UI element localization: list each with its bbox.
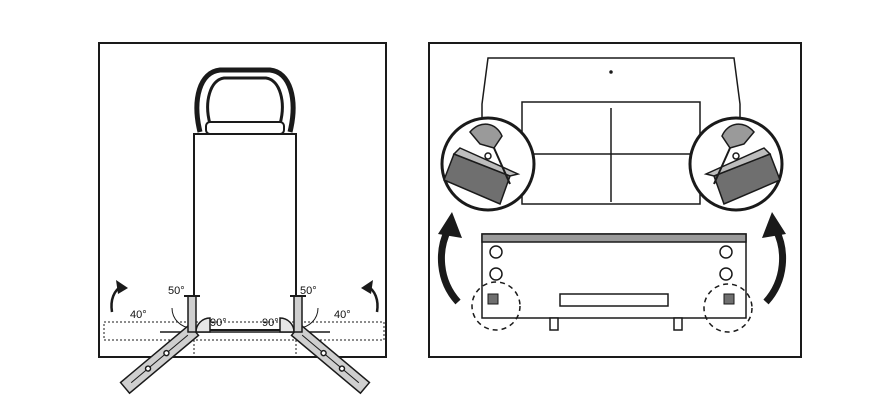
left-bracket-icon: [119, 295, 211, 395]
knob-icon: [489, 245, 733, 281]
right-bracket-icon: [279, 295, 371, 395]
side-view-panel: 40° 50° 90° 90° 50° 40°: [98, 42, 387, 395]
angle-label-right-40: 40°: [334, 309, 351, 321]
front-view-panel: [428, 42, 802, 358]
magnifier-callout-icon: [440, 116, 784, 212]
cart-front: [481, 233, 747, 331]
angle-label-left-40: 40°: [130, 309, 147, 321]
angle-label-right-90: 90°: [262, 317, 279, 329]
side-view-diagram: 40° 50° 90° 90° 50° 40°: [103, 67, 385, 395]
front-view-diagram: [437, 57, 787, 333]
angle-label-left-90: 90°: [210, 317, 227, 329]
curved-arrow-icon: [437, 228, 787, 305]
angle-label-left-50: 50°: [168, 285, 185, 297]
arrow-head-icon: [116, 280, 373, 294]
dashed-circle-icon: [471, 281, 753, 333]
angle-label-right-50: 50°: [300, 285, 317, 297]
arrow-head-icon: [438, 212, 786, 238]
handle-icon: [194, 67, 296, 135]
cart-body: [193, 133, 297, 331]
wheel-lock-icon: [487, 293, 735, 305]
